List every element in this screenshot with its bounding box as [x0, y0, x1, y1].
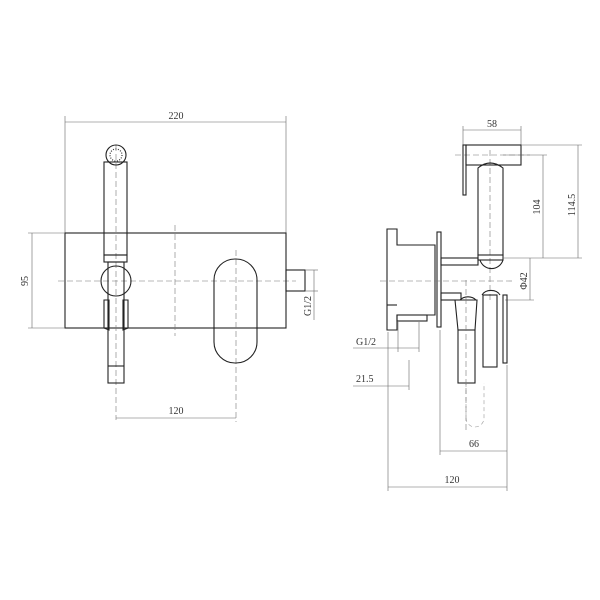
thread-label: G1/2 [303, 296, 314, 316]
depth-label: 120 [445, 475, 460, 486]
dimension-120-side: 120 [387, 332, 507, 491]
dimension-95: 95 [20, 232, 65, 329]
front-view: 220 95 G1/2 [20, 111, 318, 422]
wall-box [386, 228, 442, 331]
head-width-label: 58 [487, 119, 497, 130]
dimension-120-front: 120 [116, 406, 236, 419]
height-label: 95 [20, 276, 31, 286]
tube-length-label: 104 [532, 200, 543, 215]
dimension-g12-side: G1/2 [353, 322, 420, 352]
dimension-58: 58 [462, 119, 522, 145]
dimension-21-5: 21.5 [353, 360, 410, 390]
spacing-label: 120 [169, 406, 184, 417]
projection-label: 66 [469, 439, 479, 450]
dimension-phi42: Φ42 [505, 258, 534, 301]
dimension-104: 104 [503, 154, 582, 259]
connectors [440, 257, 479, 301]
dimension-220: 220 [64, 111, 287, 233]
hand-shower [100, 144, 132, 384]
total-height-label: 114.5 [567, 194, 578, 216]
width-label: 220 [169, 111, 184, 122]
thread-depth-label: 21.5 [356, 374, 374, 385]
dimension-114-5: 114.5 [521, 144, 582, 258]
dimension-66: 66 [439, 330, 508, 491]
mixer-lever [213, 258, 258, 364]
thread-label: G1/2 [356, 337, 376, 348]
hose-nozzle [454, 280, 508, 430]
wall-plate [64, 232, 287, 329]
inlet-pipe [285, 269, 306, 292]
shower-head-side [462, 144, 522, 270]
holder-diameter-label: Φ42 [519, 272, 530, 289]
dimension-g12-front: G1/2 [303, 269, 318, 320]
side-view: 58 104 114.5 [353, 119, 582, 491]
